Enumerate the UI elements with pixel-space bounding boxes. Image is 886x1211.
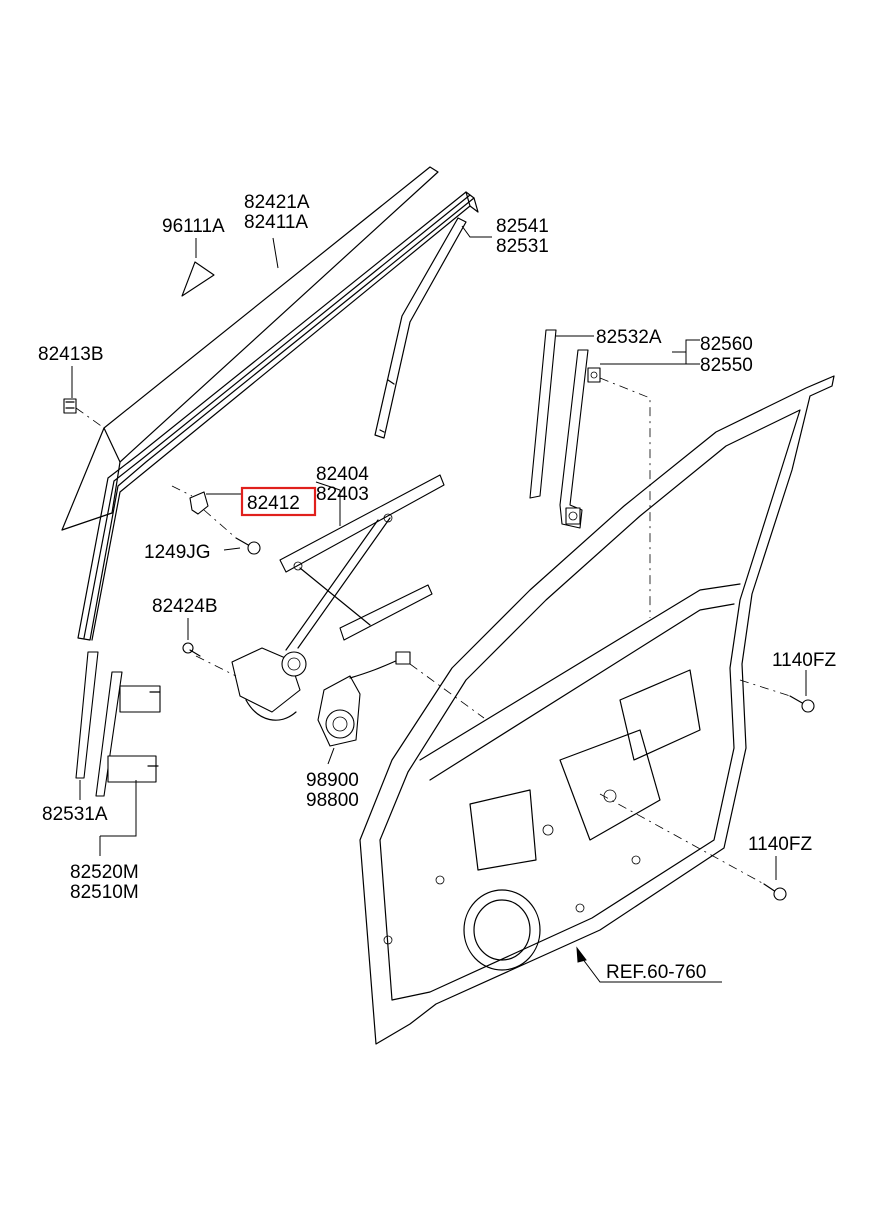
- label-82411a: 82411A: [244, 212, 308, 233]
- channel-bracket: [559, 349, 601, 529]
- label-leaders: [71, 225, 807, 983]
- door-glass: [61, 166, 439, 531]
- label-96111a: 96111A: [162, 216, 225, 237]
- bolt-1249jg: [235, 537, 261, 555]
- label-82541: 82541: [496, 216, 549, 237]
- power-window-motor: [317, 651, 411, 747]
- label-82403: 82403: [316, 484, 369, 505]
- lower-channel-bracket: [95, 671, 161, 797]
- door-inner-panel: [359, 375, 835, 1045]
- label-1140fz-lower: 1140FZ: [748, 834, 812, 855]
- label-82412: 82412: [247, 493, 300, 514]
- label-82531: 82531: [496, 236, 549, 257]
- upper-channel: [529, 329, 557, 499]
- label-82424b: 82424B: [152, 596, 218, 617]
- glass-bracket: [189, 491, 209, 515]
- window-regulator: [279, 474, 445, 651]
- label-82404: 82404: [316, 464, 369, 485]
- label-82510m: 82510M: [70, 882, 139, 903]
- rear-glass-run: [374, 217, 467, 439]
- glass-run-channel: [77, 191, 479, 641]
- highlight-box: [240, 486, 317, 517]
- bolt-1140fz-lower: [763, 883, 787, 901]
- label-98800: 98800: [306, 790, 359, 811]
- assembly-lines: [75, 377, 791, 885]
- quarter-glass: [181, 261, 215, 297]
- label-98900: 98900: [306, 770, 359, 791]
- label-82532a: 82532A: [596, 327, 662, 348]
- regulator-motor-left: [231, 647, 307, 721]
- label-82550: 82550: [700, 355, 753, 376]
- label-82421a: 82421A: [244, 192, 310, 213]
- label-1140fz-upper: 1140FZ: [772, 650, 836, 671]
- bolt-1140fz-upper: [789, 695, 815, 713]
- label-82560: 82560: [700, 334, 753, 355]
- label-82413b: 82413B: [38, 344, 104, 365]
- label-1249jg: 1249JG: [144, 542, 211, 563]
- part-labels: 96111A 82421A 82411A 82541 82531 82413B …: [38, 192, 836, 983]
- label-82520m: 82520M: [70, 862, 139, 883]
- lower-channel: [75, 651, 99, 779]
- bolt-82424b: [182, 642, 201, 657]
- label-ref: REF.60-760: [606, 962, 706, 983]
- label-82531a: 82531A: [42, 804, 108, 825]
- glass-clip: [63, 398, 77, 414]
